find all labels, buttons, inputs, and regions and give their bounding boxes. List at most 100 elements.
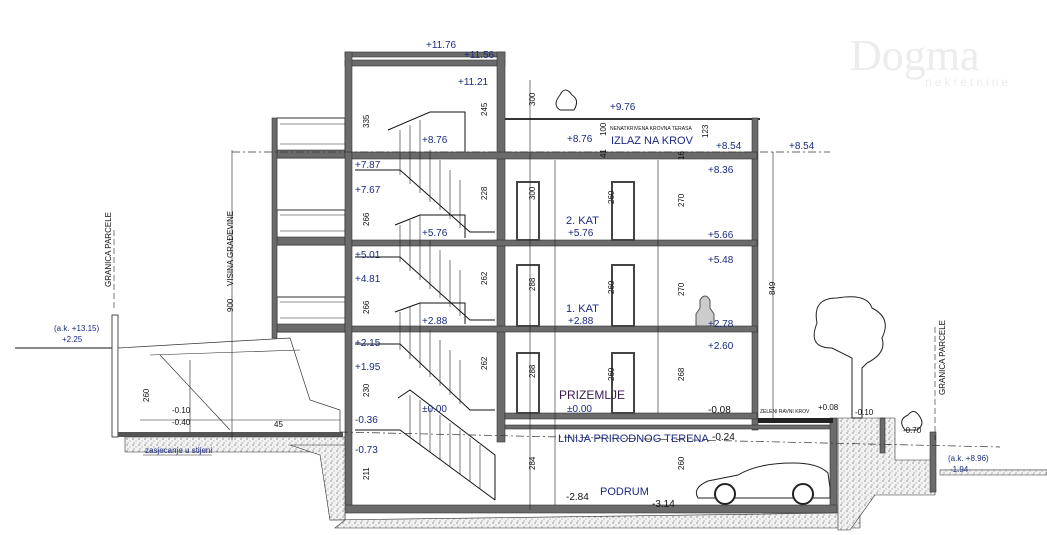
door (516, 181, 540, 241)
level: +0.08 (818, 403, 839, 412)
door (516, 264, 540, 327)
level: -0.73 (355, 445, 378, 456)
floor-podrum: PODRUM -2.84 -0.24 -3.14 284 260 (528, 432, 735, 510)
level: +7.87 (355, 160, 381, 171)
dim: 230 (362, 383, 371, 397)
stair-dimensions: 335 266 266 230 211 245 228 262 262 300 (362, 92, 537, 480)
left-side-annotations: GRANICA PARCELE (a.k. +13.15) +2.25 900 … (54, 211, 283, 456)
shrub-icon (901, 411, 923, 431)
dim: 262 (480, 356, 489, 370)
tree (813, 296, 886, 419)
level: +2.78 (708, 319, 734, 330)
dim: 300 (528, 92, 537, 106)
level: +8.76 (422, 135, 448, 146)
level-terrace-top: +9.76 (610, 102, 636, 113)
green-roof-label: ZELENI RAVNI KROV (760, 409, 810, 415)
building-height-label: VISINA GRAĐEVINE (226, 211, 235, 286)
terrace-label: NENATKRIVENA KROVNA TERASA (610, 126, 692, 132)
door (611, 264, 635, 327)
level: +5.66 (708, 230, 734, 241)
dim: 335 (362, 114, 371, 128)
abs-level: (a.k. +13.15) (54, 324, 99, 333)
level: -1.94 (950, 465, 969, 474)
level: +5.01 (355, 250, 381, 261)
level: +2.60 (708, 341, 734, 352)
level: ±0.00 (422, 404, 447, 415)
floor-level: +2.88 (568, 316, 594, 327)
dim: 123 (701, 124, 710, 138)
right-side-annotations: +8.54 +8.54 849 ZELENI RAVNI KROV +0.08 … (716, 141, 989, 474)
stair-levels: +7.87 +7.67 +5.01 +4.81 +2.15 +1.95 -0.3… (355, 135, 448, 456)
floor-level: +5.76 (568, 228, 594, 239)
dim: 284 (528, 456, 537, 470)
level: +2.88 (422, 316, 448, 327)
level-roof-parapet: +11.56 (464, 50, 495, 61)
balcony (276, 296, 346, 333)
level: +5.76 (422, 228, 448, 239)
dim: 211 (362, 467, 371, 480)
interior (516, 160, 715, 505)
abs-level: (a.k. +8.96) (948, 454, 989, 463)
floor-name: 2. KAT (566, 215, 599, 227)
watermark: Dogma nekretnine (850, 31, 1011, 89)
level-terrace-floor: +8.76 (567, 134, 593, 145)
dim: 260 (677, 456, 686, 470)
level: +5.48 (708, 255, 734, 266)
dim: 228 (480, 186, 489, 200)
dim: 16 (677, 151, 686, 160)
dim: 262 (480, 271, 489, 285)
floor-2-kat: 2. KAT +5.76 +8.36 +5.66 300 260 270 (528, 165, 734, 241)
natural-terrain-line (339, 431, 1001, 448)
floor-name: 1. KAT (566, 303, 599, 315)
natural-terrain-label: LINIJA PRIRODNOG TERENA (558, 433, 709, 445)
roof-exit-label: IZLAZ NA KROV (611, 135, 694, 147)
dim: 245 (480, 102, 489, 116)
dim: 100 (599, 122, 608, 136)
level: +4.81 (355, 274, 381, 285)
dim: 288 (528, 277, 537, 291)
floor-name: PRIZEMLJE (559, 388, 625, 402)
structure (289, 51, 1047, 531)
level: +8.54 (789, 141, 815, 152)
level: +8.36 (708, 165, 734, 176)
rock-cut-label: zasjecanje u stijeni (145, 446, 212, 455)
floor-1-kat: 1. KAT +2.88 +5.48 +2.78 288 260 270 (528, 255, 734, 330)
dim: 260 (607, 190, 616, 204)
parcel-border-label: GRANICA PARCELE (104, 212, 113, 287)
level: -0.70 (903, 426, 922, 435)
level: +7.67 (355, 185, 381, 196)
level: -0.08 (708, 405, 731, 416)
level: +8.54 (716, 141, 742, 152)
dim: 300 (528, 186, 537, 200)
watermark-sub: nekretnine (925, 75, 1011, 89)
dim: 260 (607, 280, 616, 294)
parcel-border-label: GRANICA PARCELE (938, 320, 947, 395)
dim: 900 (226, 298, 235, 312)
floor-level: -2.84 (566, 492, 589, 503)
dim: 268 (677, 367, 686, 381)
door (611, 352, 635, 414)
level: -0.36 (355, 415, 378, 426)
balcony (276, 209, 346, 246)
floor-level: ±0.00 (567, 404, 592, 415)
car (695, 462, 831, 505)
level: -0.10 (855, 408, 874, 417)
door (516, 352, 540, 414)
dim: 288 (528, 364, 537, 378)
level: +2.25 (62, 335, 83, 344)
level: +2.15 (355, 338, 381, 349)
dim: 45 (274, 420, 283, 429)
level: -0.10 (172, 406, 191, 415)
human-figure (695, 295, 715, 327)
dim: 270 (677, 193, 686, 207)
dim: 270 (677, 282, 686, 296)
staircase (355, 111, 496, 501)
level: -3.14 (652, 499, 675, 510)
level: +1.95 (355, 362, 381, 373)
dim: 849 (768, 281, 777, 295)
floor-name: PODRUM (600, 486, 649, 498)
balconies (271, 117, 346, 339)
level: -0.40 (172, 418, 191, 427)
level: -0.24 (712, 432, 735, 443)
